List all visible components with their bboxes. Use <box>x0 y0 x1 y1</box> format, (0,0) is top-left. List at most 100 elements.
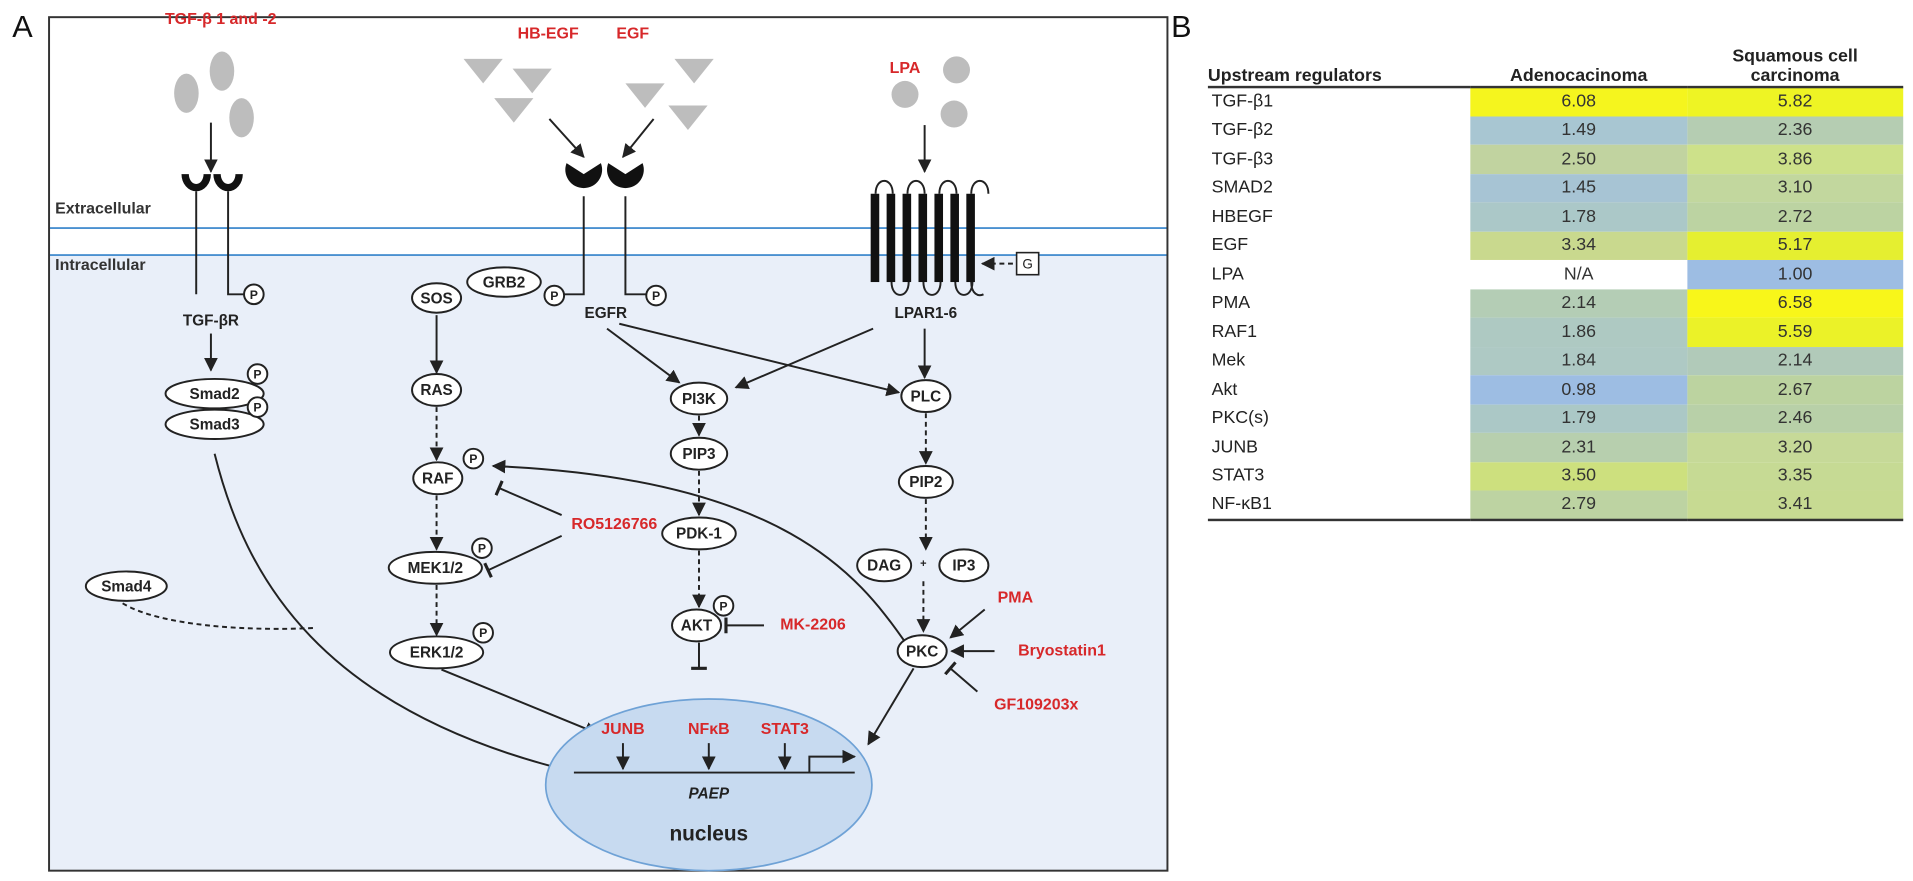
adenocarcinoma-value: 1.49 <box>1470 115 1687 145</box>
bryostatin1-label: Bryostatin1 <box>1018 642 1106 659</box>
lpar-7tm-receptor-icon <box>870 179 990 297</box>
smad2-node: Smad2 <box>164 377 265 410</box>
phospho-icon: P <box>543 284 566 307</box>
scc-value: 2.46 <box>1686 404 1904 433</box>
regulator-name: STAT3 <box>1211 466 1265 486</box>
adenocarcinoma-value: 0.98 <box>1470 375 1687 405</box>
lpa-ligand-label: LPA <box>890 60 921 77</box>
smad4-dashed-link <box>122 602 317 630</box>
smad3-node: Smad3 <box>164 408 265 440</box>
svg-text:Smad4: Smad4 <box>101 578 152 595</box>
adenocarcinoma-value: N/A <box>1470 259 1687 289</box>
erk-to-nucleus-arrow <box>441 668 599 735</box>
lpar-label: LPAR1-6 <box>895 305 958 322</box>
svg-text:RAS: RAS <box>420 382 452 399</box>
regulator-name: JUNB <box>1211 437 1259 458</box>
regulator-name: EGF <box>1211 235 1249 256</box>
egf-ligands <box>463 58 714 130</box>
stat3-label: STAT3 <box>761 721 809 738</box>
regulator-name: TGF-β3 <box>1211 149 1274 169</box>
svg-text:Smad2: Smad2 <box>189 386 239 403</box>
tgf-ligand-label: TGF-β 1 and -2 <box>165 11 277 28</box>
svg-text:GRB2: GRB2 <box>483 274 526 291</box>
inhibition-line <box>494 480 563 516</box>
tgf-ligand <box>174 73 199 113</box>
svg-text:P: P <box>479 626 487 640</box>
regulator-name: TGF-β1 <box>1211 92 1274 112</box>
smad4-node: Smad4 <box>84 570 168 602</box>
regulator-name: SMAD2 <box>1211 178 1273 198</box>
adenocarcinoma-value: 1.86 <box>1470 317 1687 347</box>
junb-label: JUNB <box>601 721 644 738</box>
svg-text:SOS: SOS <box>420 290 452 307</box>
arrow <box>949 608 986 639</box>
phospho-icon: P <box>645 284 667 307</box>
g-protein-box: G <box>1015 251 1040 276</box>
svg-text:P: P <box>253 367 261 381</box>
promoter-arrow-icon <box>808 749 857 773</box>
tgf-receptor-icon <box>181 174 243 192</box>
adenocarcinoma-value: 2.14 <box>1470 288 1687 318</box>
adenocarcinoma-value: 2.31 <box>1470 432 1687 462</box>
svg-text:PKC: PKC <box>906 643 938 660</box>
regulator-name: NF-κB1 <box>1211 494 1272 515</box>
pip2-node: PIP2 <box>897 465 954 499</box>
gene-label: PAEP <box>689 786 730 803</box>
nucleus-label: nucleus <box>669 823 748 846</box>
upstream-regulators-table: Upstream regulators Adenocacinoma Squamo… <box>1207 25 1904 521</box>
scc-value: 3.20 <box>1686 432 1904 462</box>
ro5126766-label: RO5126766 <box>571 516 657 533</box>
grb2-node: GRB2 <box>466 266 542 298</box>
phospho-icon: P <box>246 396 269 418</box>
adenocarcinoma-value: 1.84 <box>1470 346 1687 376</box>
adenocarcinoma-value: 1.79 <box>1470 404 1687 433</box>
egfr-stalk <box>564 196 647 296</box>
panel-a-frame <box>48 16 1169 872</box>
inhibition-line <box>483 535 563 579</box>
svg-text:P: P <box>469 452 477 466</box>
regulator-name: Akt <box>1211 379 1238 400</box>
adenocarcinoma-value: 3.50 <box>1470 461 1687 491</box>
sos-node: SOS <box>411 282 463 314</box>
svg-text:P: P <box>550 289 558 303</box>
svg-text:P: P <box>253 401 261 415</box>
svg-text:P: P <box>652 289 660 303</box>
scc-value: 2.67 <box>1686 375 1904 405</box>
svg-text:G: G <box>1022 256 1032 271</box>
lpa-ligand <box>943 56 971 84</box>
scc-value: 3.10 <box>1686 173 1904 203</box>
nfkb-label: NFκB <box>688 721 730 738</box>
adenocarcinoma-value: 2.50 <box>1470 144 1687 174</box>
header-scc-line1: Squamous cell <box>1732 46 1858 67</box>
svg-text:P: P <box>719 599 727 613</box>
header-scc-line2: carcinoma <box>1750 66 1840 86</box>
egf-ligand-label: EGF <box>616 26 649 43</box>
pma-label: PMA <box>998 590 1034 607</box>
svg-text:AKT: AKT <box>681 618 713 635</box>
arrow <box>734 327 874 389</box>
scc-value: 5.17 <box>1686 231 1904 260</box>
mk2206-label: MK-2206 <box>780 617 846 634</box>
phospho-icon: P <box>246 363 269 385</box>
scc-value: 2.36 <box>1686 115 1904 145</box>
egfr-label: EGFR <box>585 305 628 322</box>
extracellular-label: Extracellular <box>55 200 151 217</box>
phospho-icon: P <box>471 537 493 559</box>
scc-value: 5.82 <box>1686 87 1904 116</box>
gf109203x-label: GF109203x <box>994 696 1078 713</box>
table-header-row: Upstream regulators Adenocacinoma Squamo… <box>1207 25 1904 88</box>
egfr-receptor-icon <box>565 163 644 189</box>
